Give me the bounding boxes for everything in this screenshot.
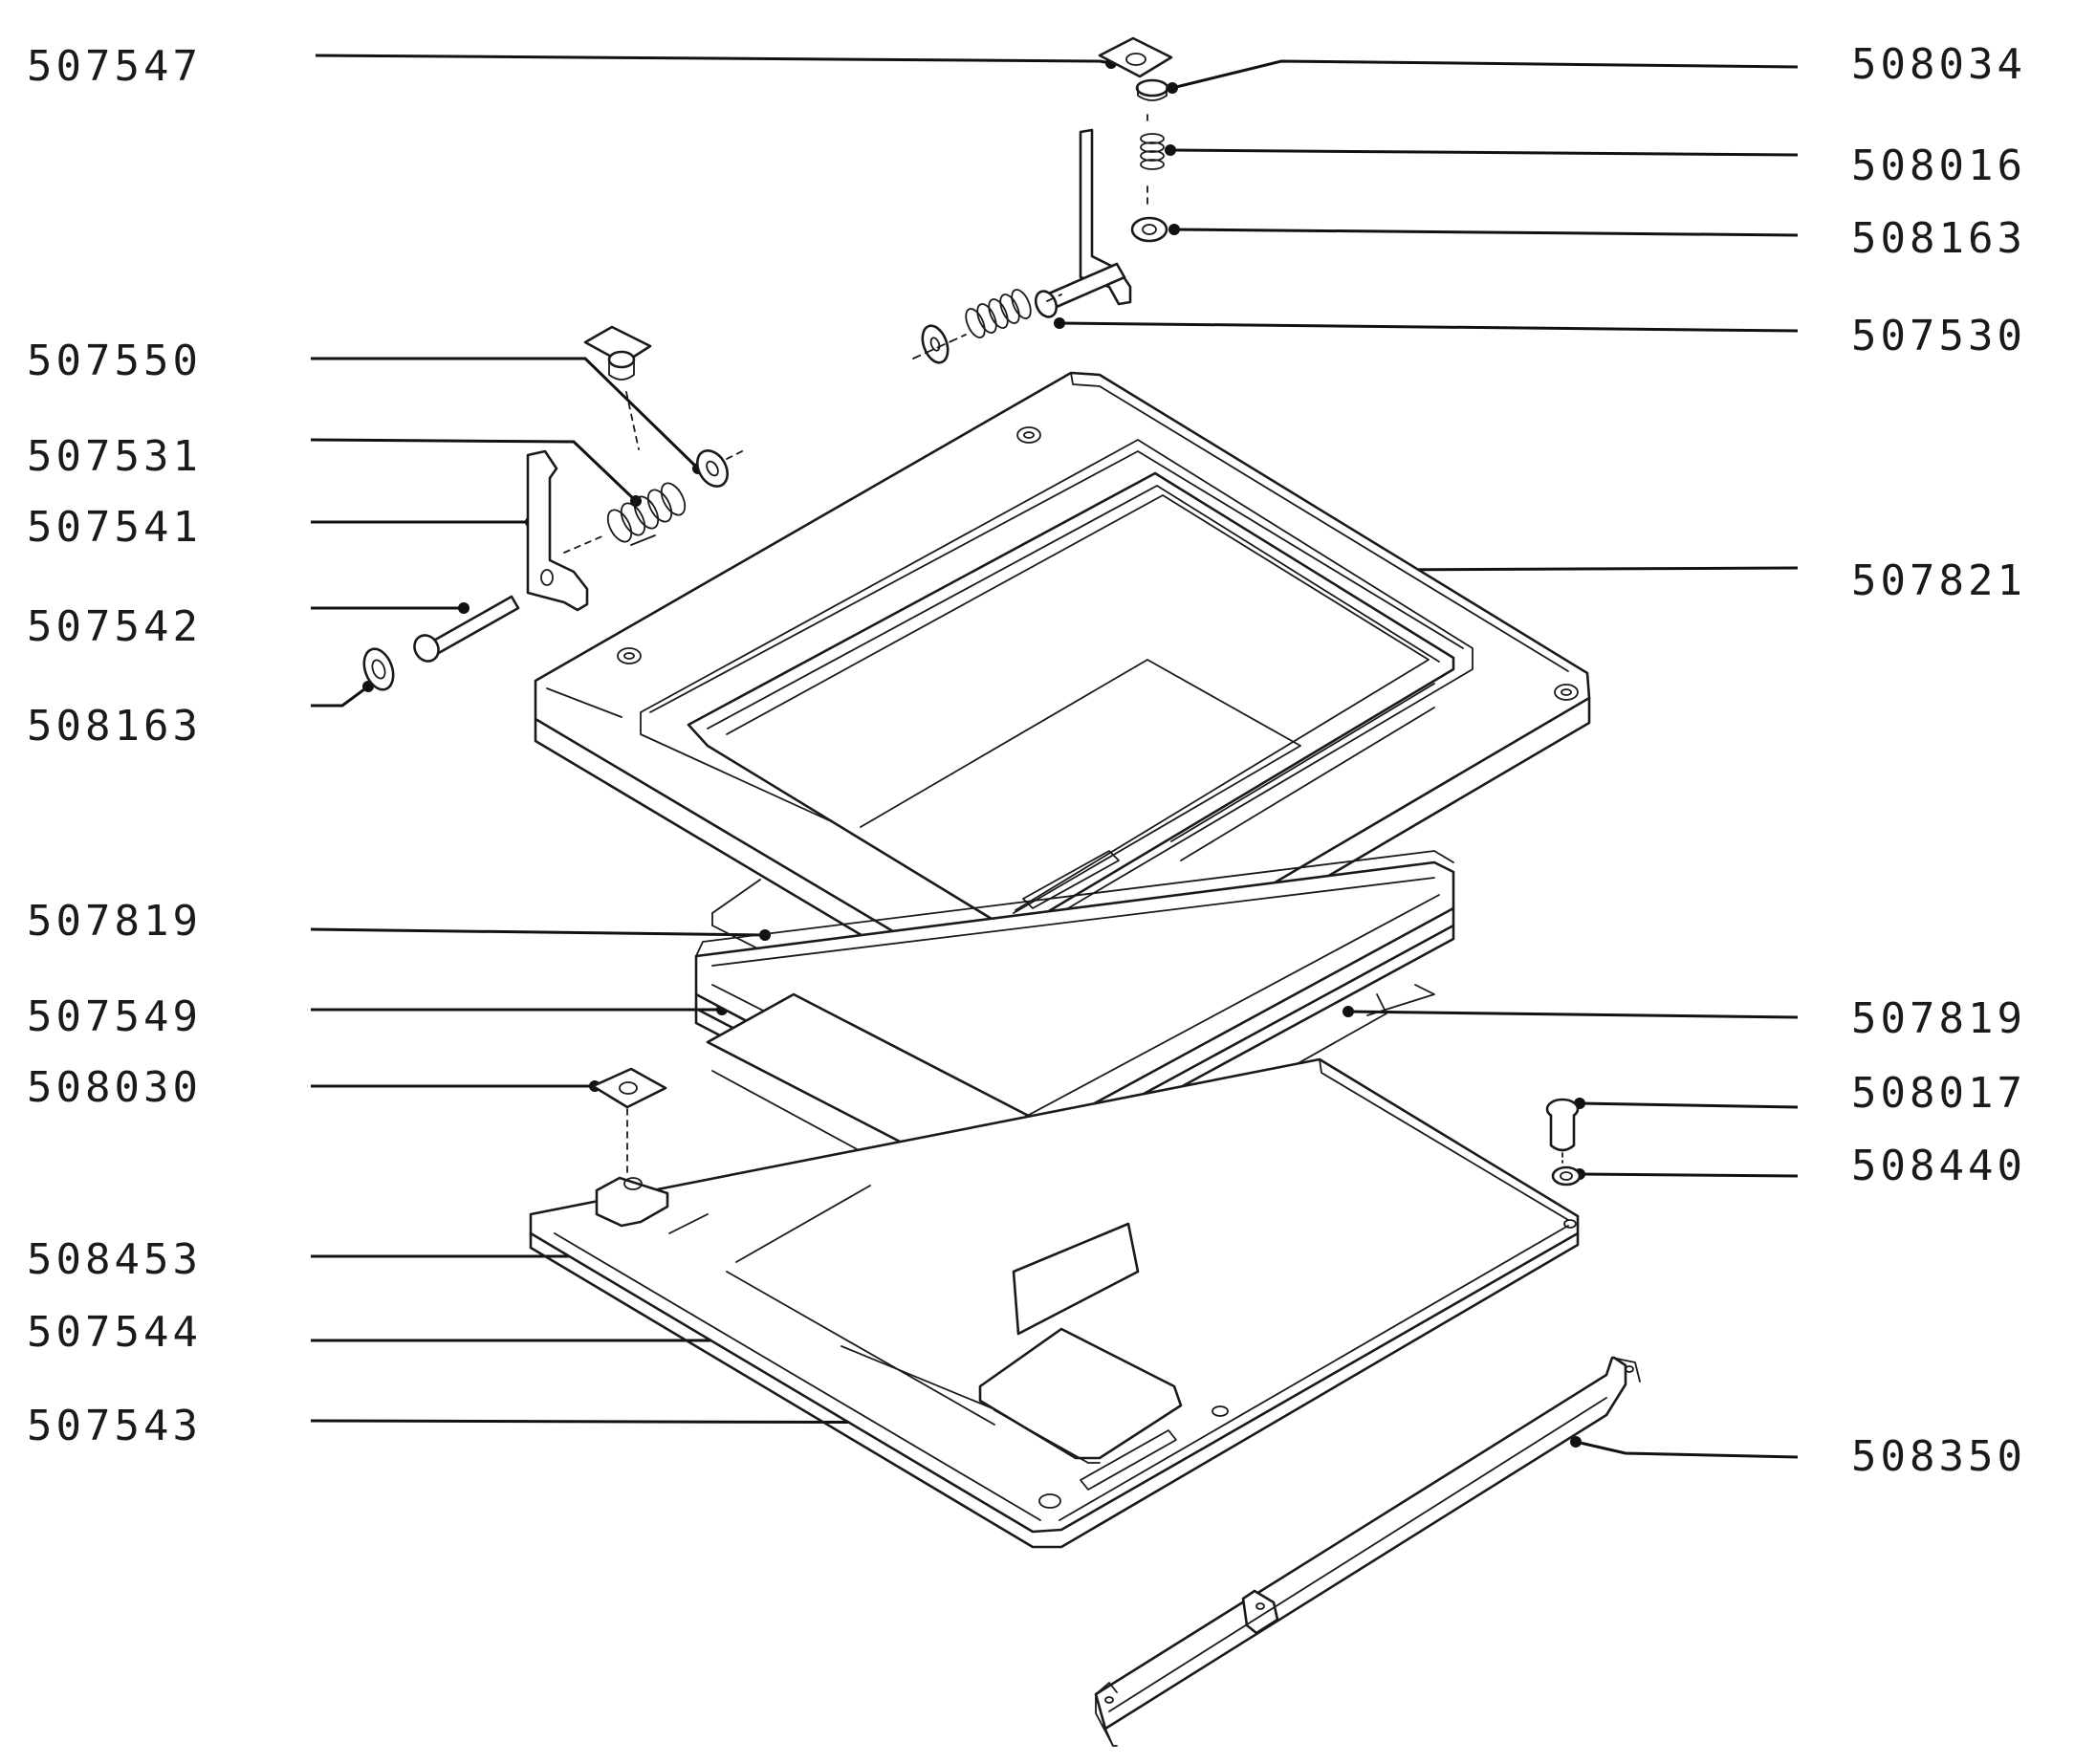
screw-washer [1545, 1098, 1582, 1187]
part-label-right-3: 508163 [1851, 214, 2026, 263]
part-label-right-2: 508016 [1851, 142, 2026, 190]
hinge-assembly-right [912, 36, 1173, 364]
part-label-left-10: 508453 [27, 1235, 202, 1284]
part-label-right-9: 508350 [1851, 1432, 2026, 1481]
part-label-left-1: 507547 [27, 42, 202, 91]
part-label-left-12: 507543 [27, 1402, 202, 1450]
clip-part [591, 1067, 667, 1177]
part-label-right-7: 508017 [1851, 1069, 2026, 1118]
part-label-left-11: 507544 [27, 1308, 202, 1357]
part-label-right-8: 508440 [1851, 1142, 2026, 1190]
part-label-right-4: 507530 [1851, 312, 2026, 360]
part-label-left-3: 507531 [27, 432, 202, 481]
long-bar [1094, 1356, 1641, 1747]
part-label-right-6: 507819 [1851, 994, 2026, 1043]
part-label-left-2: 507550 [27, 337, 202, 385]
part-label-left-9: 508030 [27, 1063, 202, 1112]
part-label-left-6: 508163 [27, 702, 202, 751]
part-label-right-5: 507821 [1851, 556, 2026, 605]
leader-lines-right [1059, 59, 1799, 1459]
hinge-assembly-left [362, 325, 747, 691]
part-label-left-4: 507541 [27, 503, 202, 552]
part-label-right-1: 508034 [1851, 40, 2026, 89]
part-label-left-5: 507542 [27, 602, 202, 651]
base-plate [529, 1057, 1580, 1549]
left-spring [606, 482, 687, 543]
pin-spring [965, 289, 1032, 338]
part-label-left-7: 507819 [27, 897, 202, 946]
part-label-left-8: 507549 [27, 992, 202, 1041]
upper-frame [534, 371, 1591, 1040]
